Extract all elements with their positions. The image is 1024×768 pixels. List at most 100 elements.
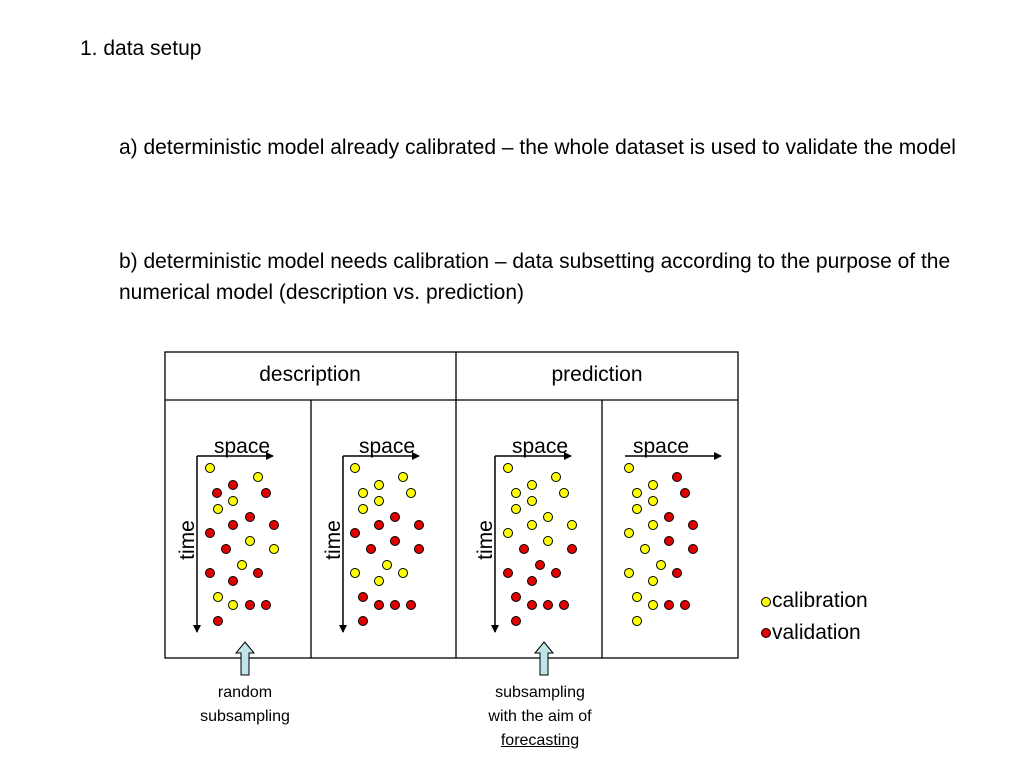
panel-2-space-label: space <box>359 435 415 458</box>
validation-point <box>228 480 238 490</box>
calibration-legend-marker <box>761 597 771 607</box>
calibration-point <box>624 568 634 578</box>
legend-calibration-label: calibration <box>772 589 868 612</box>
calibration-point <box>527 496 537 506</box>
calibration-point <box>567 520 577 530</box>
calibration-point <box>648 496 658 506</box>
caption-line: random <box>217 684 273 701</box>
validation-point <box>414 544 424 554</box>
validation-point <box>535 560 545 570</box>
data-points <box>205 463 698 626</box>
header-description: description <box>259 363 361 386</box>
panel-4-space-label: space <box>633 435 689 458</box>
validation-point <box>664 512 674 522</box>
validation-point <box>688 520 698 530</box>
panel-2-axes <box>339 452 420 633</box>
calibration-point <box>398 568 408 578</box>
calibration-point <box>382 560 392 570</box>
calibration-point <box>213 592 223 602</box>
calibration-point <box>269 544 279 554</box>
calibration-point <box>398 472 408 482</box>
paragraph-b: b) deterministic model needs calibration… <box>119 250 951 304</box>
calibration-point <box>559 488 569 498</box>
validation-point <box>672 472 682 482</box>
calibration-point <box>632 592 642 602</box>
calibration-point <box>503 528 513 538</box>
calibration-point <box>527 520 537 530</box>
validation-point <box>358 616 368 626</box>
random-subsampling-arrow <box>234 641 256 676</box>
panel-1-space-label: space <box>214 435 270 458</box>
panel-3-space-label: space <box>512 435 568 458</box>
header-prediction: prediction <box>551 363 642 386</box>
validation-point <box>374 520 384 530</box>
validation-point <box>672 568 682 578</box>
calibration-point <box>350 568 360 578</box>
calibration-point <box>374 480 384 490</box>
caption-line: subsampling <box>495 684 585 701</box>
validation-point <box>358 592 368 602</box>
calibration-point <box>632 504 642 514</box>
calibration-point <box>374 496 384 506</box>
panel-3-axes <box>491 452 572 633</box>
validation-point <box>511 616 521 626</box>
calibration-point <box>648 576 658 586</box>
panel-1-time-label: time <box>176 520 199 560</box>
calibration-point <box>632 616 642 626</box>
calibration-point <box>205 463 215 473</box>
calibration-point <box>253 472 263 482</box>
calibration-point <box>350 463 360 473</box>
page-heading: 1. data setup <box>80 37 202 60</box>
calibration-point <box>511 504 521 514</box>
validation-point <box>519 544 529 554</box>
calibration-point <box>358 504 368 514</box>
validation-point <box>205 568 215 578</box>
validation-point <box>688 544 698 554</box>
calibration-point <box>640 544 650 554</box>
panel-1-axes <box>193 452 274 633</box>
calibration-point <box>632 488 642 498</box>
calibration-point <box>648 600 658 610</box>
random-subsampling-caption: random subsampling <box>170 681 320 729</box>
calibration-point <box>245 536 255 546</box>
validation-point <box>390 512 400 522</box>
validation-point <box>213 616 223 626</box>
calibration-point <box>511 488 521 498</box>
validation-point <box>374 600 384 610</box>
validation-point <box>527 576 537 586</box>
calibration-point <box>503 463 513 473</box>
validation-point <box>511 592 521 602</box>
calibration-point <box>543 512 553 522</box>
validation-point <box>390 600 400 610</box>
validation-point <box>414 520 424 530</box>
calibration-point <box>648 520 658 530</box>
validation-point <box>245 600 255 610</box>
validation-point <box>228 576 238 586</box>
panel-2-time-label: time <box>322 520 345 560</box>
validation-point <box>253 568 263 578</box>
calibration-point <box>551 472 561 482</box>
calibration-point <box>228 600 238 610</box>
paragraph-a: a) deterministic model already calibrate… <box>119 136 956 159</box>
validation-point <box>269 520 279 530</box>
caption-line: with the aim of <box>488 708 592 725</box>
calibration-point <box>543 536 553 546</box>
validation-legend-marker <box>761 628 771 638</box>
calibration-point <box>656 560 666 570</box>
validation-point <box>245 512 255 522</box>
validation-point <box>261 488 271 498</box>
validation-point <box>543 600 553 610</box>
validation-point <box>664 600 674 610</box>
legend-validation-label: validation <box>772 621 861 644</box>
validation-point <box>350 528 360 538</box>
calibration-point <box>648 480 658 490</box>
calibration-point <box>527 480 537 490</box>
validation-point <box>551 568 561 578</box>
validation-point <box>664 536 674 546</box>
validation-point <box>205 528 215 538</box>
validation-point <box>559 600 569 610</box>
table-border <box>164 351 739 659</box>
validation-point <box>567 544 577 554</box>
validation-point <box>228 520 238 530</box>
